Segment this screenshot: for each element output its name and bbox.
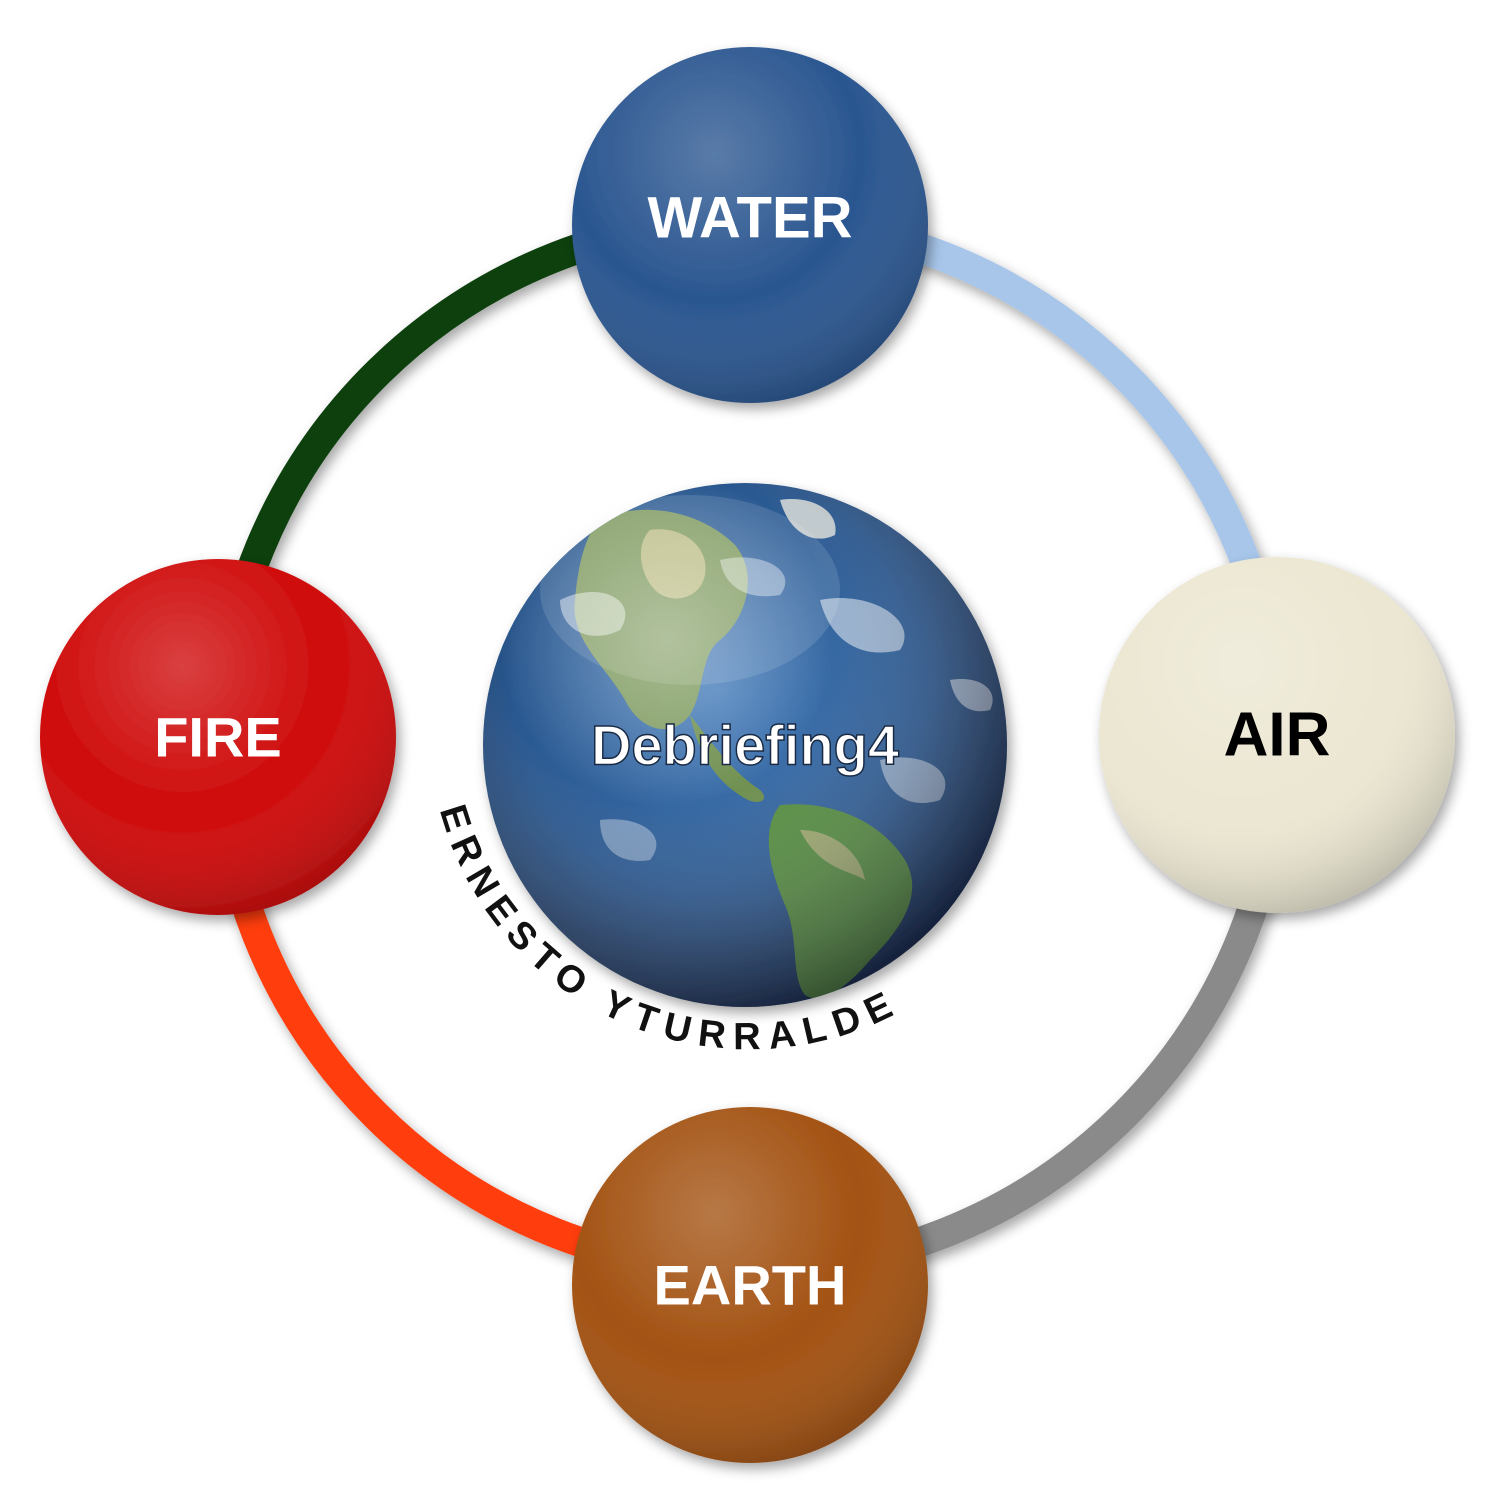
- node-water-label: WATER: [647, 186, 852, 251]
- center-label: Debriefing4: [591, 714, 899, 777]
- node-fire-label: FIRE: [154, 706, 282, 769]
- node-air-label: AIR: [1224, 701, 1331, 770]
- node-earth-label: EARTH: [654, 1254, 847, 1317]
